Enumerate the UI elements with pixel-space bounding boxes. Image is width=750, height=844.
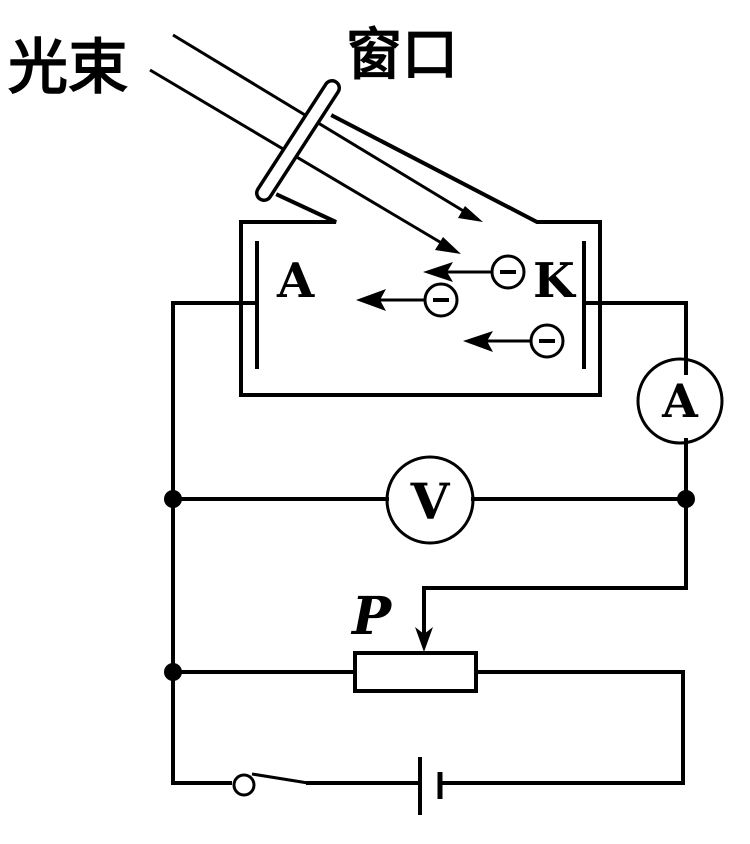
arrow-icon xyxy=(463,331,493,352)
battery xyxy=(418,757,443,815)
arrow-icon xyxy=(423,262,453,282)
electron-1 xyxy=(423,254,526,290)
phototube-housing xyxy=(239,113,602,397)
junction-dot xyxy=(164,663,182,681)
electron-3 xyxy=(463,323,565,359)
junction-dot xyxy=(677,490,695,508)
electron-2 xyxy=(356,282,459,318)
beam-arrowhead-upper xyxy=(458,206,483,222)
beam-ray-upper xyxy=(172,33,476,220)
ammeter: A xyxy=(636,357,724,445)
beam-ray-lower xyxy=(149,68,451,250)
junction-dot xyxy=(164,490,182,508)
window-glass xyxy=(255,79,341,202)
rheostat[interactable] xyxy=(353,651,478,693)
ammeter-label: A xyxy=(661,374,699,428)
switch[interactable] xyxy=(232,772,309,797)
beam-arrowhead-lower xyxy=(435,237,461,254)
anode-label: A xyxy=(276,253,315,309)
light-beam xyxy=(149,33,483,254)
slider-arrow-icon[interactable] xyxy=(415,627,433,652)
arrow-icon xyxy=(356,289,386,311)
voltmeter: V xyxy=(385,455,475,545)
cathode-label: K xyxy=(533,253,577,309)
window-label: 窗口 xyxy=(346,22,458,88)
circuit-wires xyxy=(171,301,688,785)
slider-label: P xyxy=(350,586,393,647)
voltmeter-label: V xyxy=(410,472,451,531)
beam-label: 光束 xyxy=(8,33,128,103)
